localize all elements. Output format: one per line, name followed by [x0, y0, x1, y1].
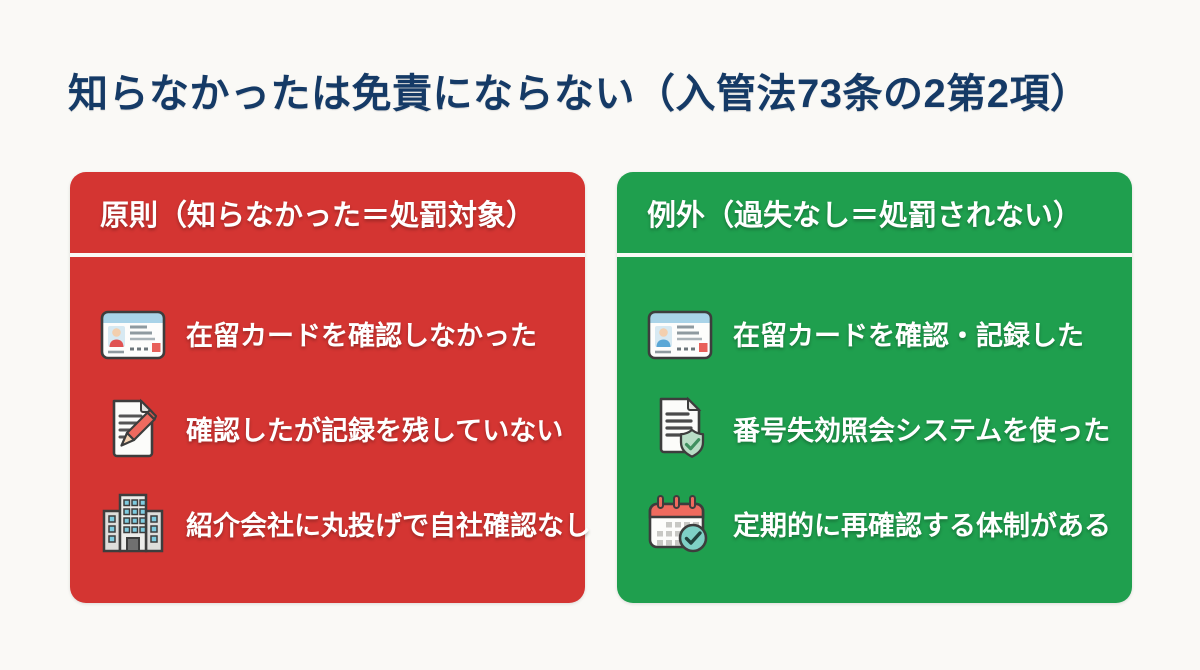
item-text: 在留カードを確認しなかった — [186, 320, 537, 351]
list-item: 紹介会社に丸投げで自社確認なし — [98, 492, 591, 554]
id-card-icon — [645, 302, 715, 364]
exception-card-header: 例外（過失なし＝処罰されない） — [617, 172, 1132, 257]
item-text: 確認したが記録を残していない — [186, 415, 564, 446]
principle-card-header: 原則（知らなかった＝処罰対象） — [70, 172, 585, 257]
item-text: 番号失効照会システムを使った — [733, 415, 1111, 446]
document-shield-icon — [645, 396, 715, 459]
document-pencil-icon — [98, 397, 168, 459]
item-text: 定期的に再確認する体制がある — [733, 510, 1111, 541]
item-text: 在留カードを確認・記録した — [733, 320, 1084, 351]
exception-card: 例外（過失なし＝処罰されない） — [617, 172, 1132, 603]
list-item: 定期的に再確認する体制がある — [645, 492, 1122, 554]
page-title: 知らなかったは免責にならない（入管法73条の2第2項） — [68, 72, 1091, 116]
list-item: 確認したが記録を残していない — [98, 397, 575, 459]
list-item: 在留カードを確認しなかった — [98, 302, 575, 364]
list-item: 在留カードを確認・記録した — [645, 302, 1122, 364]
item-text: 紹介会社に丸投げで自社確認なし — [186, 510, 591, 541]
list-item: 番号失効照会システムを使った — [645, 396, 1122, 459]
id-card-icon — [98, 302, 168, 364]
principle-card-body: 在留カードを確認しなかった 確認したが記 — [70, 257, 591, 599]
exception-card-body: 在留カードを確認・記録した 番号失効照会システムを使った — [617, 257, 1132, 599]
comparison-cards: 原則（知らなかった＝処罰対象） — [70, 172, 1132, 603]
office-building-icon — [98, 492, 168, 554]
principle-card: 原則（知らなかった＝処罰対象） — [70, 172, 591, 603]
calendar-check-icon — [645, 492, 715, 554]
